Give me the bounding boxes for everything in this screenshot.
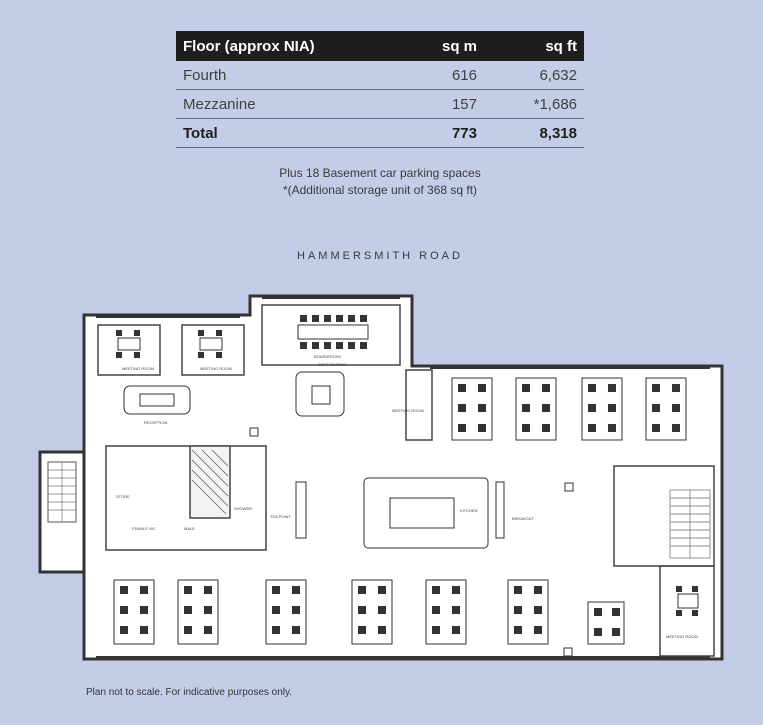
floor-sqft: *1,686 [484, 89, 584, 119]
windows [96, 297, 710, 658]
floor-sqft: 6,632 [484, 61, 584, 90]
table-row: Fourth 616 6,632 [176, 61, 584, 90]
lift-core [191, 449, 229, 515]
label-male-wc: MALE [184, 526, 195, 531]
label-meeting-room-side: MEETING ROOM [666, 634, 698, 639]
label-store: STORE [116, 494, 130, 499]
structural-columns [249, 427, 574, 657]
total-row: Total 773 8,318 [176, 118, 584, 148]
desk-chairs-south [120, 586, 620, 636]
storage-note: *(Additional storage unit of 368 sq ft) [282, 183, 478, 197]
parking-note: Plus 18 Basement car parking spaces [279, 166, 481, 180]
label-reception: RECEPTION [144, 420, 167, 425]
label-shower: SHOWER [234, 506, 252, 511]
right-stair [669, 489, 711, 559]
total-label: Total [176, 118, 390, 148]
label-boardroom: BOARDROOM [314, 354, 341, 359]
desk-clusters-north [451, 377, 687, 441]
disclaimer: Plan not to scale. For indicative purpos… [86, 687, 293, 698]
room-labels: MEETING ROOM MEETING ROOM BOARDROOM RECE… [116, 354, 698, 639]
table-row: Mezzanine 157 *1,686 [176, 89, 584, 119]
breakout-furniture [295, 477, 505, 549]
reception-furniture [123, 371, 345, 417]
boardroom-table [297, 315, 369, 349]
label-breakout: BREAKOUT [512, 516, 535, 521]
header-sqft: sq ft [484, 31, 584, 61]
label-soft-seating: SOFT SEATING [318, 362, 347, 367]
floor-name: Fourth [176, 61, 390, 90]
floor-sqm: 157 [390, 89, 484, 119]
header-sqm: sq m [390, 31, 484, 61]
total-sqm: 773 [390, 118, 484, 148]
area-schedule-table: Floor (approx NIA) sq m sq ft Fourth 616… [176, 31, 584, 148]
label-meeting-room-2: MEETING ROOM [200, 366, 232, 371]
label-female-wc: FEMALE WC [132, 526, 156, 531]
meeting-tables [116, 330, 699, 616]
label-meeting-room-3: MEETING ROOM [392, 408, 424, 413]
label-meeting-room-1: MEETING ROOM [122, 366, 154, 371]
table-header-row: Floor (approx NIA) sq m sq ft [176, 31, 584, 61]
label-tea-point: TEA POINT [270, 514, 291, 519]
desk-clusters-south [113, 579, 625, 645]
total-sqft: 8,318 [484, 118, 584, 148]
road-label: HAMMERSMITH ROAD [297, 250, 463, 262]
floor-sqm: 616 [390, 61, 484, 90]
label-kitchen: KITCHEN [460, 508, 478, 513]
floor-name: Mezzanine [176, 89, 390, 119]
header-floor: Floor (approx NIA) [176, 31, 390, 61]
